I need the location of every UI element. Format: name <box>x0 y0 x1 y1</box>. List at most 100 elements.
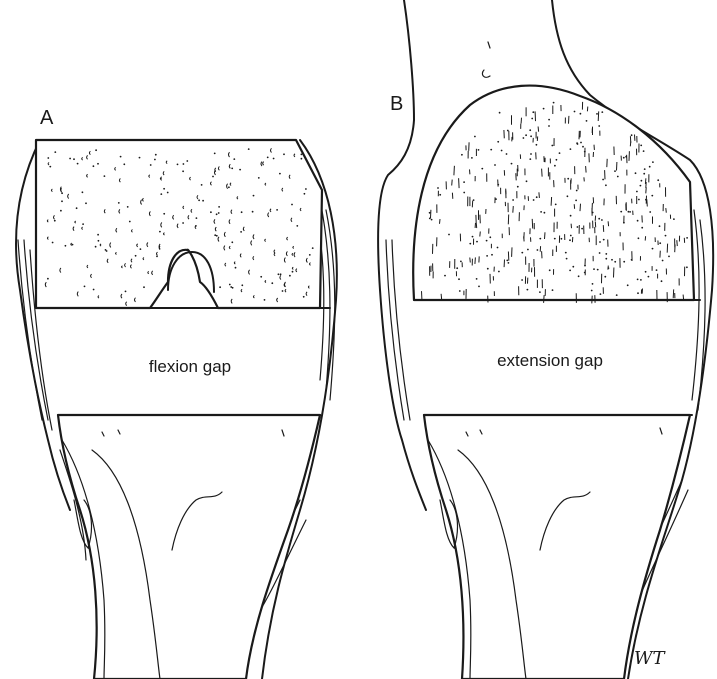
stipple-dot <box>661 280 663 282</box>
stipple-dot <box>536 144 538 146</box>
stipple-mark <box>532 219 533 229</box>
stipple-dot <box>495 198 497 200</box>
stipple-dot <box>431 219 433 221</box>
stipple-dot <box>581 228 583 230</box>
stipple-mark <box>459 178 460 188</box>
stipple-dot <box>665 235 667 237</box>
stipple-dot <box>463 181 465 183</box>
stipple-dot <box>507 130 509 132</box>
stipple-dot <box>260 276 262 278</box>
stipple-dot <box>532 111 534 113</box>
stipple-dot <box>282 290 284 292</box>
stipple-dot <box>569 270 571 272</box>
stipple-dot <box>600 293 602 295</box>
stipple-dot <box>82 223 84 225</box>
stipple-mark <box>538 127 539 132</box>
stipple-dot <box>544 212 546 214</box>
stipple-dot <box>253 195 255 197</box>
stipple-dot <box>578 275 580 277</box>
stipple-dot <box>512 199 514 201</box>
stipple-dot <box>596 113 598 115</box>
stipple-dot <box>559 152 561 154</box>
stipple-dot <box>97 163 99 165</box>
stipple-dot <box>444 275 446 277</box>
stipple-dot <box>231 168 233 170</box>
stipple-dot <box>120 156 122 158</box>
stipple-dot <box>529 158 531 160</box>
stipple-dot <box>614 170 616 172</box>
stipple-dot <box>460 261 462 263</box>
stipple-dot <box>523 137 525 139</box>
stipple-dot <box>605 258 607 260</box>
stipple-dot <box>599 252 601 254</box>
stipple-dot <box>637 279 639 281</box>
stipple-dot <box>637 220 639 222</box>
stipple-dot <box>628 211 630 213</box>
stipple-dot <box>537 249 539 251</box>
stipple-dot <box>623 261 625 263</box>
stipple-dot <box>472 236 474 238</box>
stipple-dot <box>47 278 49 280</box>
stipple-dot <box>592 212 594 214</box>
stipple-dot <box>569 239 571 241</box>
stipple-dot <box>525 134 527 136</box>
stipple-dot <box>235 267 237 269</box>
stipple-dot <box>567 195 569 197</box>
stipple-dot <box>182 170 184 172</box>
stipple-mark <box>666 208 667 213</box>
stipple-dot <box>478 286 480 288</box>
stipple-dot <box>459 290 461 292</box>
stipple-mark <box>586 166 587 173</box>
stipple-dot <box>49 166 51 168</box>
stipple-dot <box>643 173 645 175</box>
stipple-dot <box>499 112 501 114</box>
stipple-dot <box>521 252 523 254</box>
stipple-dot <box>652 248 654 250</box>
stipple-dot <box>640 145 642 147</box>
stipple-dot <box>552 289 554 291</box>
stipple-dot <box>258 177 260 179</box>
stipple-dot <box>276 209 278 211</box>
stipple-dot <box>608 267 610 269</box>
stipple-dot <box>214 234 216 236</box>
stipple-dot <box>554 165 556 167</box>
stipple-dot <box>252 211 254 213</box>
stipple-dot <box>644 168 646 170</box>
stipple-dot <box>641 180 643 182</box>
stipple-mark <box>647 199 648 206</box>
stipple-dot <box>582 146 584 148</box>
stipple-dot <box>463 192 465 194</box>
stipple-dot <box>437 187 439 189</box>
stipple-dot <box>649 211 651 213</box>
stipple-mark <box>683 295 684 300</box>
stipple-dot <box>659 242 661 244</box>
stipple-dot <box>616 294 618 296</box>
stipple-dot <box>212 176 214 178</box>
stipple-dot <box>659 225 661 227</box>
stipple-dot <box>273 158 275 160</box>
stipple-dot <box>497 141 499 143</box>
stipple-dot <box>611 259 613 261</box>
stipple-dot <box>239 169 241 171</box>
stipple-dot <box>662 260 664 262</box>
panel-a <box>16 140 337 679</box>
stipple-dot <box>61 200 63 202</box>
stipple-dot <box>668 256 670 258</box>
stipple-dot <box>629 211 631 213</box>
stipple-mark <box>542 169 543 177</box>
stipple-dot <box>637 292 639 294</box>
stipple-dot <box>575 200 577 202</box>
stipple-dot <box>129 221 131 223</box>
stipple-dot <box>160 178 162 180</box>
stipple-dot <box>439 194 441 196</box>
stipple-dot <box>95 246 97 248</box>
stipple-dot <box>476 241 478 243</box>
stipple-dot <box>599 241 601 243</box>
stipple-dot <box>448 234 450 236</box>
stipple-dot <box>69 158 71 160</box>
stipple-dot <box>73 158 75 160</box>
stipple-dot <box>304 193 306 195</box>
stipple-dot <box>489 236 491 238</box>
stipple-dot <box>216 213 218 215</box>
